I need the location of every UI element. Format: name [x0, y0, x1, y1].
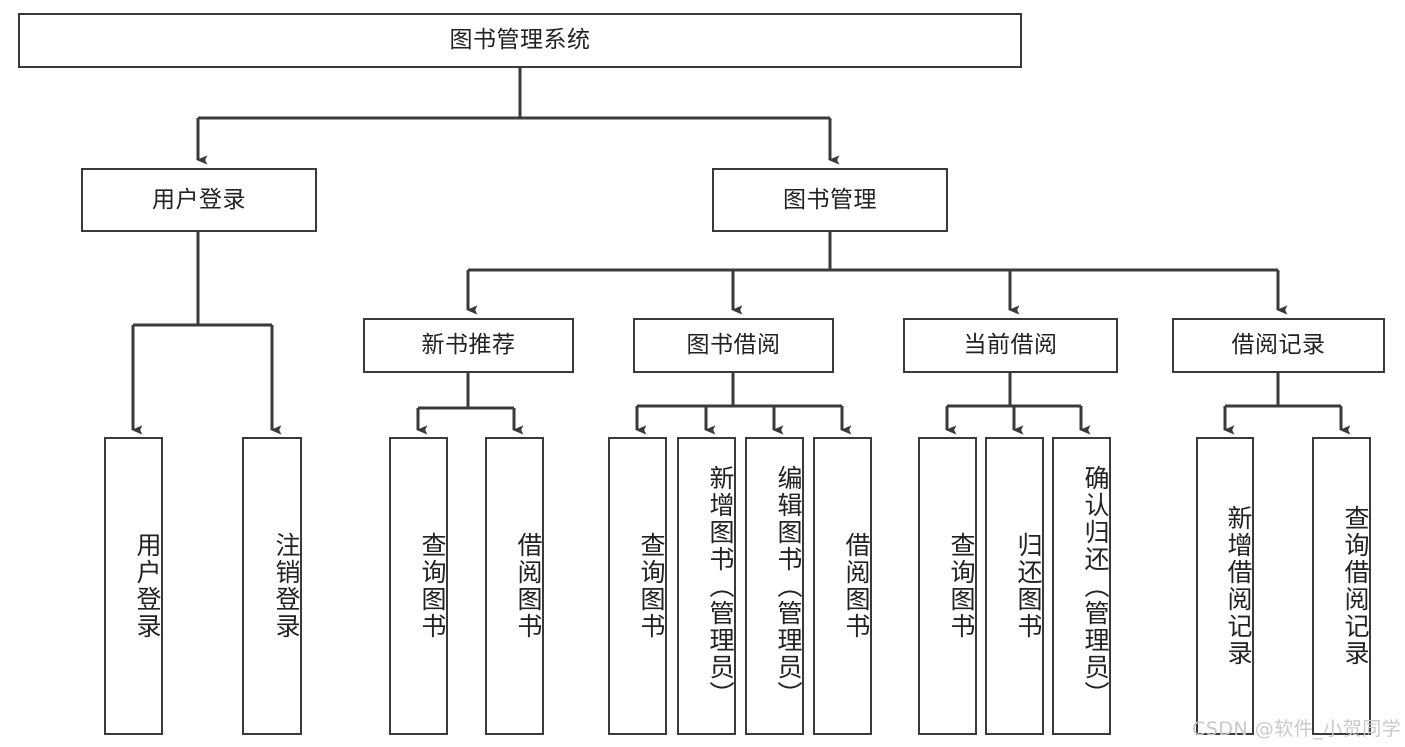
node-leaf-query-record[interactable]: 查询借阅记录	[1312, 437, 1371, 735]
node-leaf-edit-book-label: 编辑图书（管理员）	[774, 464, 803, 708]
node-leaf-query-book-3-label: 查询图书	[947, 532, 976, 640]
node-leaf-borrow-book-1-label: 借阅图书	[514, 532, 543, 640]
node-leaf-add-book-label: 新增图书（管理员）	[706, 464, 735, 708]
node-new-book-recommend-label: 新书推荐	[421, 332, 516, 359]
node-leaf-confirm-return-label: 确认归还（管理员）	[1081, 464, 1110, 708]
node-leaf-query-book-1[interactable]: 查询图书	[389, 437, 448, 735]
node-book-manage-label: 图书管理	[783, 186, 877, 213]
node-leaf-borrow-book-2-label: 借阅图书	[842, 532, 871, 640]
node-book-manage[interactable]: 图书管理	[712, 168, 948, 232]
node-leaf-add-record[interactable]: 新增借阅记录	[1196, 437, 1254, 735]
node-leaf-user-login-label: 用户登录	[133, 532, 162, 640]
node-leaf-query-book-1-label: 查询图书	[418, 532, 447, 640]
node-leaf-query-book-2-label: 查询图书	[637, 532, 666, 640]
node-borrow-record-label: 借阅记录	[1231, 332, 1326, 359]
node-leaf-return-book-label: 归还图书	[1014, 532, 1043, 640]
node-current-borrow[interactable]: 当前借阅	[903, 318, 1118, 373]
node-new-book-recommend[interactable]: 新书推荐	[363, 318, 574, 373]
node-leaf-add-book[interactable]: 新增图书（管理员）	[677, 437, 736, 735]
node-leaf-user-login[interactable]: 用户登录	[104, 437, 163, 735]
node-leaf-edit-book[interactable]: 编辑图书（管理员）	[745, 437, 804, 735]
node-leaf-query-book-2[interactable]: 查询图书	[608, 437, 667, 735]
node-borrow-record[interactable]: 借阅记录	[1172, 318, 1385, 373]
node-root-label: 图书管理系统	[449, 27, 591, 54]
node-book-borrow-label: 图书借阅	[686, 332, 781, 359]
node-leaf-logout[interactable]: 注销登录	[242, 437, 302, 735]
node-leaf-confirm-return[interactable]: 确认归还（管理员）	[1052, 437, 1111, 735]
node-leaf-logout-label: 注销登录	[272, 532, 301, 640]
node-leaf-borrow-book-1[interactable]: 借阅图书	[485, 437, 544, 735]
node-leaf-query-book-3[interactable]: 查询图书	[918, 437, 977, 735]
node-book-borrow[interactable]: 图书借阅	[633, 318, 834, 373]
node-leaf-query-record-label: 查询借阅记录	[1341, 505, 1370, 667]
node-current-borrow-label: 当前借阅	[963, 332, 1058, 359]
node-leaf-borrow-book-2[interactable]: 借阅图书	[813, 437, 872, 735]
node-user-login-label: 用户登录	[152, 186, 246, 213]
node-leaf-return-book[interactable]: 归还图书	[985, 437, 1044, 735]
csdn-watermark: CSDN @软件_小贺同学	[1192, 718, 1402, 740]
node-root[interactable]: 图书管理系统	[18, 13, 1022, 68]
node-leaf-add-record-label: 新增借阅记录	[1224, 505, 1253, 667]
node-user-login[interactable]: 用户登录	[81, 168, 317, 232]
